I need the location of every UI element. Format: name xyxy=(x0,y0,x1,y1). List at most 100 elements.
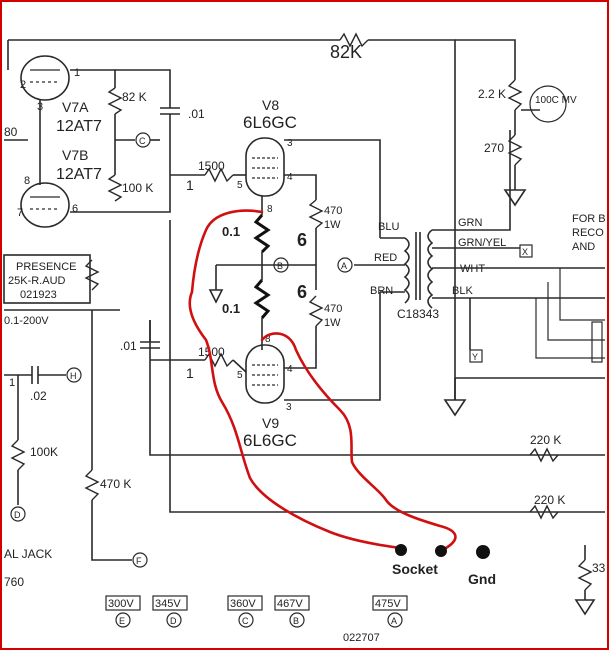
label-v8: V8 xyxy=(262,97,279,113)
voltage-467v: 467V xyxy=(277,598,303,610)
v9-pin5: 5 xyxy=(237,370,243,381)
tube-v9 xyxy=(245,344,285,404)
label-v9: V9 xyxy=(262,415,279,431)
tube-v7a xyxy=(20,55,70,101)
resistor-01-top xyxy=(253,214,271,254)
label-cap-01-bottom: .01 xyxy=(120,339,137,353)
label-v7b: V7B xyxy=(62,147,88,163)
label-100k-left: 100 K xyxy=(122,181,153,195)
label-220k-b: 220 K xyxy=(534,493,565,507)
voltage-node-d: D xyxy=(170,616,177,626)
node-y-label: Y xyxy=(472,352,478,362)
label-1500-bottom: 1500 xyxy=(198,345,225,359)
label-six-bottom: 6 xyxy=(297,282,307,302)
resistor-270 xyxy=(507,134,523,166)
resistor-82k-left xyxy=(107,87,123,115)
label-and: AND xyxy=(572,241,595,253)
voltage-node-a: A xyxy=(391,616,397,626)
voltage-345v: 345V xyxy=(155,598,181,610)
voltage-360v: 360V xyxy=(230,598,256,610)
v9-pin8: 8 xyxy=(265,334,271,345)
v7a-pin1: 1 xyxy=(74,67,80,79)
ground-symbol-center xyxy=(208,289,224,304)
v7b-plate-wire xyxy=(70,125,171,213)
resistor-100k-left xyxy=(107,174,123,202)
label-d-one: 1 xyxy=(9,377,15,389)
label-wht: WHT xyxy=(460,263,485,275)
node-h-marker xyxy=(66,367,82,383)
meter-circle xyxy=(529,85,567,123)
wire-lowest-220k xyxy=(169,220,605,513)
tube-v8 xyxy=(245,137,285,197)
label-presence-num: 021923 xyxy=(20,289,57,301)
v8-pin8: 8 xyxy=(267,204,273,215)
label-01-bottom: 0.1 xyxy=(222,301,240,316)
resistor-220k-a xyxy=(529,447,559,463)
label-reco: RECO xyxy=(572,227,604,239)
label-socket: Socket xyxy=(392,561,438,577)
v7b-pin8: 8 xyxy=(24,175,30,187)
presence-box xyxy=(3,254,91,304)
voltage-box-360v xyxy=(227,595,263,611)
resistor-01-bottom xyxy=(253,279,271,319)
node-b-marker xyxy=(273,257,289,273)
label-presence: PRESENCE xyxy=(16,261,77,273)
voltage-node-c: C xyxy=(242,616,249,626)
label-220k-a: 220 K xyxy=(530,433,561,447)
v8-plate-wire xyxy=(284,139,381,238)
resistor-470-top xyxy=(308,199,324,229)
red-wire-top-cathode xyxy=(188,209,402,550)
label-grn: GRN xyxy=(458,217,483,229)
voltage-box-345v xyxy=(152,595,188,611)
v9-pin4: 4 xyxy=(287,364,293,375)
label-470-top: 470 xyxy=(324,205,342,217)
resistor-82k-top xyxy=(339,32,369,48)
node-b-label: B xyxy=(277,261,283,271)
node-x-label: X xyxy=(522,247,528,257)
label-six-top: 6 xyxy=(297,230,307,250)
v8-pin3: 3 xyxy=(287,138,293,149)
label-470-bottom: 470 xyxy=(324,303,342,315)
label-100k-lower: 100K xyxy=(30,445,58,459)
voltage-node-b: B xyxy=(293,616,299,626)
node-y-box xyxy=(469,349,483,363)
red-wire-bottom-cathode xyxy=(260,332,457,550)
label-470-top-w: 1W xyxy=(324,219,341,231)
node-h-label: H xyxy=(70,371,77,381)
label-blu: BLU xyxy=(378,221,399,233)
voltage-row: 300V E 345V D 360V C 467V B 475V A xyxy=(105,595,408,628)
label-v8-type: 6L6GC xyxy=(243,113,297,132)
top-wire-right xyxy=(368,39,456,400)
resistor-2k2 xyxy=(507,79,523,111)
voltage-475v: 475V xyxy=(375,598,401,610)
node-c-label: C xyxy=(139,136,146,146)
label-470-bottom-w: 1W xyxy=(324,317,341,329)
resistor-220k-b xyxy=(529,504,559,520)
label-meter: 100C MV xyxy=(535,95,577,106)
node-f-marker xyxy=(132,552,148,568)
label-v7a-type: 12AT7 xyxy=(56,118,102,135)
label-gnd: Gnd xyxy=(468,571,496,587)
transformer-secondary xyxy=(427,229,434,309)
label-022707: 022707 xyxy=(343,632,380,644)
label-v9-type: 6L6GC xyxy=(243,431,297,450)
voltage-box-300v xyxy=(105,595,141,611)
label-80: 80 xyxy=(4,125,18,139)
label-for-b: FOR B xyxy=(572,213,606,225)
label-82k-left: 82 K xyxy=(122,90,147,104)
node-d-marker xyxy=(10,506,26,522)
tube-v7b xyxy=(20,182,70,228)
node-x-box xyxy=(519,244,533,258)
label-cap-02: .02 xyxy=(30,389,47,403)
socket-terminal-a xyxy=(395,544,407,556)
label-760: 760 xyxy=(4,575,24,589)
label-transformer: C18343 xyxy=(397,307,439,321)
label-grid1-top: 1 xyxy=(186,177,194,193)
label-470k: 470 K xyxy=(100,477,131,491)
label-2k2: 2.2 K xyxy=(478,87,506,101)
ground-symbol-right xyxy=(503,189,527,207)
label-v7a: V7A xyxy=(62,99,89,115)
label-cap-01-top: .01 xyxy=(188,107,205,121)
